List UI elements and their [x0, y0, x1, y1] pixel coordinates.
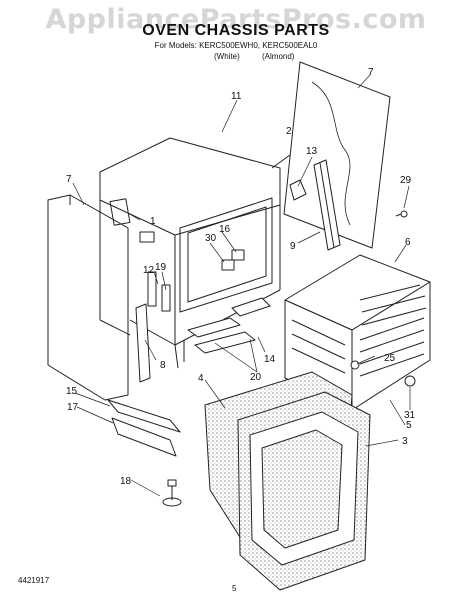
callout-4: 4 — [198, 373, 204, 384]
channel-part-9 — [313, 159, 341, 251]
callout-9: 9 — [290, 241, 296, 252]
callout-12: 12 — [143, 265, 155, 276]
bracket-part-13 — [289, 179, 307, 201]
callout-20: 20 — [250, 372, 262, 383]
variant-almond: (Almond) — [262, 52, 295, 61]
hinge-bracket-part-12 — [147, 271, 171, 312]
callout-6: 6 — [405, 237, 411, 248]
callout-25: 25 — [384, 353, 396, 364]
insulation-part-3 — [237, 391, 371, 591]
rail-part-15 — [107, 399, 181, 433]
grommet-part-31 — [404, 375, 416, 387]
model-list: For Models: KERC500EWH0, KERC500EAL0 — [154, 41, 318, 50]
rail-part-17 — [111, 417, 177, 457]
page-title: OVEN CHASSIS PARTS — [142, 22, 330, 39]
variant-white: (White) — [214, 52, 240, 61]
callout-7-side: 7 — [66, 174, 72, 185]
slides-part-20 — [187, 297, 271, 354]
callout-1: 1 — [150, 216, 156, 227]
callout-30: 30 — [205, 233, 217, 244]
side-panel-part-7 — [47, 194, 129, 401]
callout-15: 15 — [66, 386, 78, 397]
callout-31: 31 — [404, 410, 416, 421]
rear-panel-part-7 — [283, 61, 391, 249]
side-channel-part-8 — [135, 303, 151, 383]
switch-part-16 — [221, 249, 245, 271]
callout-14: 14 — [264, 354, 276, 365]
watermark: AppliancePartsPros.com — [45, 4, 427, 35]
callout-16: 16 — [219, 224, 231, 235]
callout-2: 2 — [286, 126, 292, 137]
callout-7-rear: 7 — [368, 67, 374, 78]
callout-3: 3 — [402, 436, 408, 447]
callout-18: 18 — [120, 476, 132, 487]
callout-17: 17 — [67, 402, 79, 413]
callout-8: 8 — [160, 360, 166, 371]
callout-29: 29 — [400, 175, 412, 186]
part-number: 4421917 — [18, 576, 50, 585]
callout-13: 13 — [306, 146, 318, 157]
callout-5: 5 — [406, 420, 412, 431]
screw-part-29 — [395, 210, 408, 218]
callout-11: 11 — [231, 91, 242, 102]
leader-line-2 — [271, 154, 291, 169]
leveling-leg-part-18 — [162, 479, 182, 507]
chassis-frame-part-11 — [99, 137, 281, 369]
page-number: 5 — [232, 584, 237, 593]
callout-19: 19 — [155, 262, 167, 273]
